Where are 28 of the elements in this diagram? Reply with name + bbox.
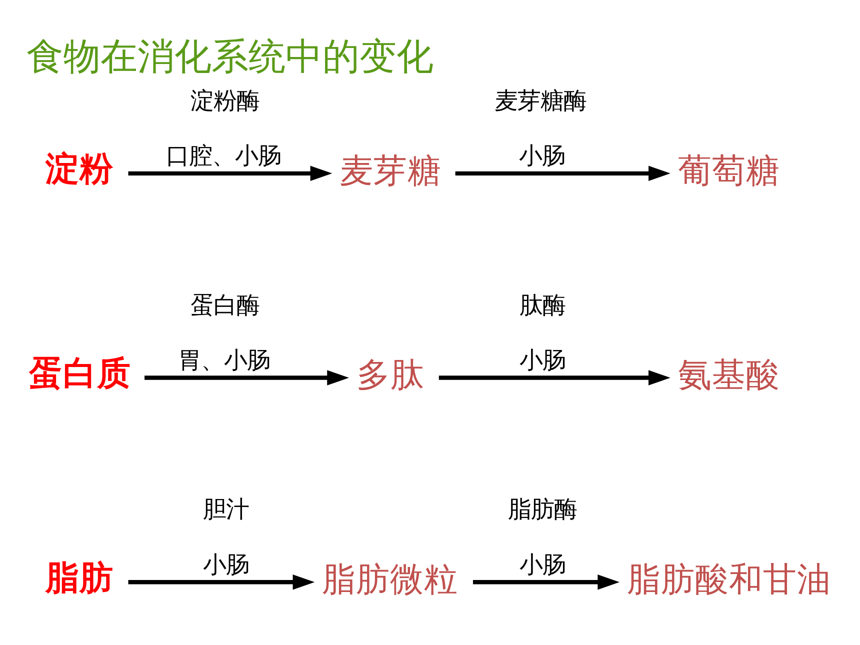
- label: 小肠: [203, 550, 250, 578]
- node-text: 氨基酸: [678, 355, 780, 394]
- node-text: 蛋白质: [28, 353, 131, 392]
- label: 口腔、小肠: [166, 142, 282, 170]
- node-text: 淀粉: [46, 149, 114, 188]
- edge-label: 胆汁: [203, 495, 250, 524]
- arrow: [438, 370, 670, 386]
- node-text: 麦芽糖: [340, 150, 442, 190]
- arrow: [128, 574, 315, 590]
- label: 胃、小肠: [178, 346, 270, 374]
- edge-label: 脂肪酶: [508, 495, 577, 524]
- edge-label: 蛋白酶: [190, 290, 260, 319]
- node-text: 脂肪微粒: [322, 560, 458, 599]
- label: 小肠: [520, 346, 566, 374]
- node-text: 多肽: [356, 355, 424, 394]
- diagram-title: 食物在消化系统中的变化: [26, 34, 434, 78]
- node-text: 葡萄糖: [678, 150, 780, 190]
- edge-label: 淀粉酶: [190, 86, 260, 114]
- arrow: [144, 370, 349, 386]
- arrow: [455, 166, 670, 182]
- edge-label: 肽酶: [520, 290, 566, 319]
- label: 小肠: [520, 550, 566, 578]
- arrow: [128, 166, 332, 182]
- arrow: [472, 574, 620, 590]
- node-text: 脂肪酸和甘油: [626, 560, 831, 599]
- node-text: 脂肪: [46, 558, 114, 597]
- label: 小肠: [518, 142, 565, 170]
- edge-label: 麦芽糖酶: [494, 86, 586, 114]
